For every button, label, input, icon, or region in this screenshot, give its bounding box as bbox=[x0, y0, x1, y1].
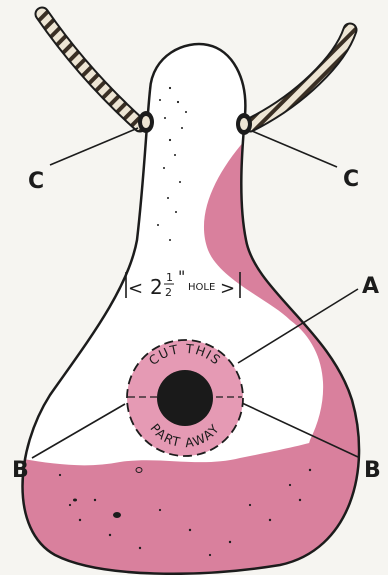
label-b-left: B bbox=[12, 458, 29, 483]
gourd-icon bbox=[0, 44, 388, 575]
rope-right bbox=[250, 30, 350, 125]
arrow-right: > bbox=[220, 278, 235, 299]
blemish bbox=[113, 512, 121, 518]
label-a: A bbox=[362, 274, 379, 299]
label-c-left: C bbox=[28, 169, 44, 194]
rope-left bbox=[42, 14, 140, 125]
entrance-hole bbox=[157, 370, 213, 426]
rope-hole-left bbox=[138, 111, 154, 133]
hole-word: HOLE bbox=[188, 282, 215, 293]
dot-bottom-left bbox=[73, 499, 77, 502]
label-c-right: C bbox=[343, 167, 359, 192]
hole-size-whole: 2 bbox=[150, 275, 163, 299]
hole-size-denominator: 2 bbox=[165, 286, 172, 299]
inch-mark: " bbox=[178, 267, 185, 286]
label-b-right: B bbox=[364, 458, 381, 483]
hole-size-numerator: 1 bbox=[166, 271, 173, 284]
rope-hole-right bbox=[236, 113, 252, 135]
arrow-left: < bbox=[128, 278, 143, 299]
